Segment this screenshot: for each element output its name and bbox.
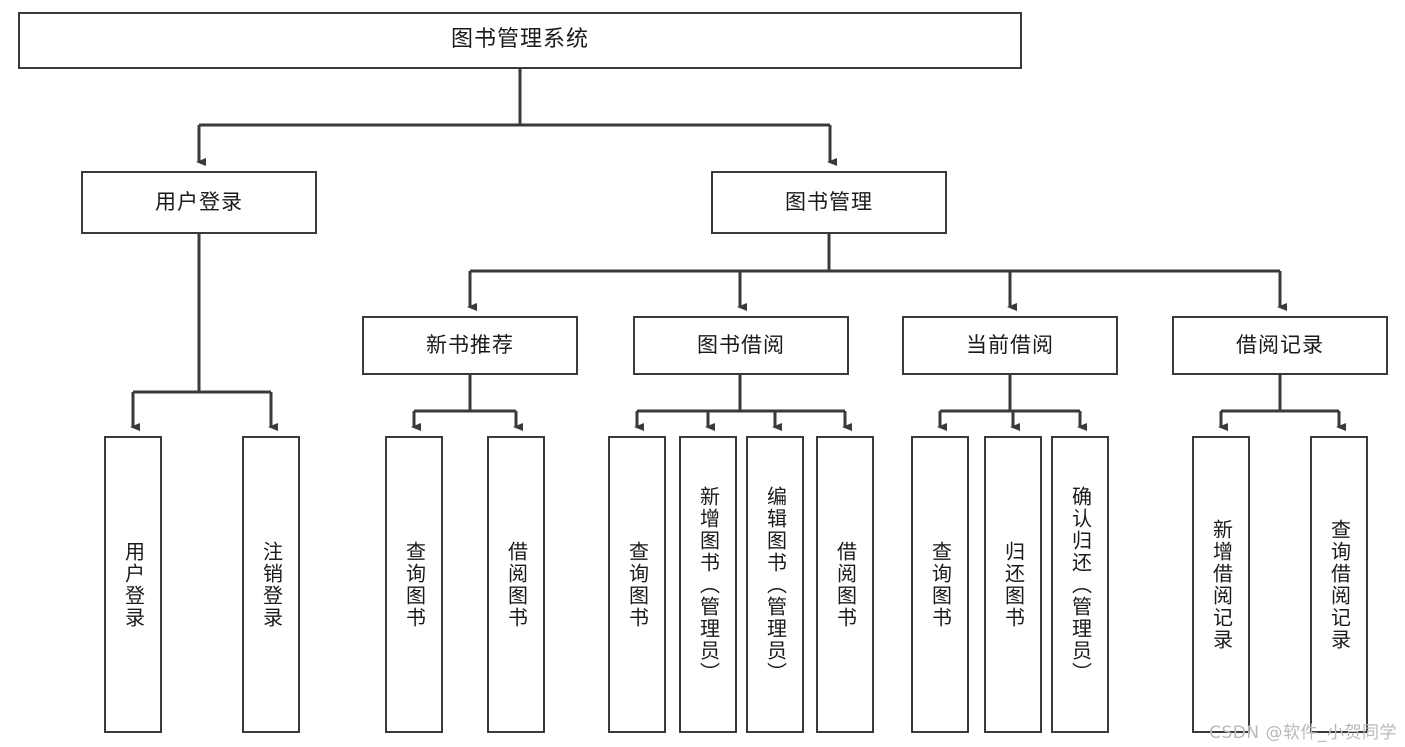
node-book-manage-label: 图书管理 (785, 189, 873, 214)
node-leaf-confirm-return-label: 确认归还（管理员） (1068, 485, 1093, 684)
node-leaf-user-logout[interactable]: 注销登录 (242, 436, 300, 733)
node-leaf-query-book-1[interactable]: 查询图书 (385, 436, 443, 733)
node-leaf-add-record-label: 新增借阅记录 (1209, 518, 1234, 651)
node-leaf-add-record[interactable]: 新增借阅记录 (1192, 436, 1250, 733)
node-current-borrow[interactable]: 当前借阅 (902, 316, 1118, 375)
watermark-text: CSDN @软件_小贺同学 (1209, 723, 1397, 743)
node-leaf-borrow-book-1-label: 借阅图书 (504, 540, 529, 629)
node-leaf-user-logout-label: 注销登录 (259, 540, 284, 629)
node-leaf-user-login-label: 用户登录 (121, 540, 146, 629)
node-leaf-query-book-2-label: 查询图书 (625, 540, 650, 629)
node-leaf-edit-book[interactable]: 编辑图书（管理员） (746, 436, 804, 733)
node-new-book-rec[interactable]: 新书推荐 (362, 316, 578, 375)
node-leaf-add-book-label: 新增图书（管理员） (696, 485, 721, 684)
node-leaf-query-record-label: 查询借阅记录 (1327, 518, 1352, 651)
node-leaf-borrow-book-2[interactable]: 借阅图书 (816, 436, 874, 733)
node-current-borrow-label: 当前借阅 (966, 332, 1054, 357)
node-book-borrow[interactable]: 图书借阅 (633, 316, 849, 375)
node-root-label: 图书管理系统 (450, 27, 589, 53)
node-new-book-rec-label: 新书推荐 (426, 332, 514, 357)
node-borrow-record[interactable]: 借阅记录 (1172, 316, 1388, 375)
node-leaf-borrow-book-2-label: 借阅图书 (833, 540, 858, 629)
node-leaf-return-book[interactable]: 归还图书 (984, 436, 1042, 733)
node-borrow-record-label: 借阅记录 (1236, 332, 1324, 357)
node-leaf-query-record[interactable]: 查询借阅记录 (1310, 436, 1368, 733)
node-leaf-query-book-3-label: 查询图书 (928, 540, 953, 629)
node-user-login[interactable]: 用户登录 (81, 171, 317, 234)
node-root[interactable]: 图书管理系统 (18, 12, 1022, 69)
node-book-manage[interactable]: 图书管理 (711, 171, 947, 234)
node-leaf-add-book[interactable]: 新增图书（管理员） (679, 436, 737, 733)
node-leaf-return-book-label: 归还图书 (1001, 540, 1026, 629)
node-user-login-label: 用户登录 (155, 189, 243, 214)
node-leaf-query-book-1-label: 查询图书 (402, 540, 427, 629)
node-leaf-borrow-book-1[interactable]: 借阅图书 (487, 436, 545, 733)
node-book-borrow-label: 图书借阅 (697, 332, 785, 357)
node-leaf-query-book-2[interactable]: 查询图书 (608, 436, 666, 733)
node-leaf-confirm-return[interactable]: 确认归还（管理员） (1051, 436, 1109, 733)
node-leaf-user-login[interactable]: 用户登录 (104, 436, 162, 733)
node-leaf-query-book-3[interactable]: 查询图书 (911, 436, 969, 733)
node-leaf-edit-book-label: 编辑图书（管理员） (763, 485, 788, 684)
